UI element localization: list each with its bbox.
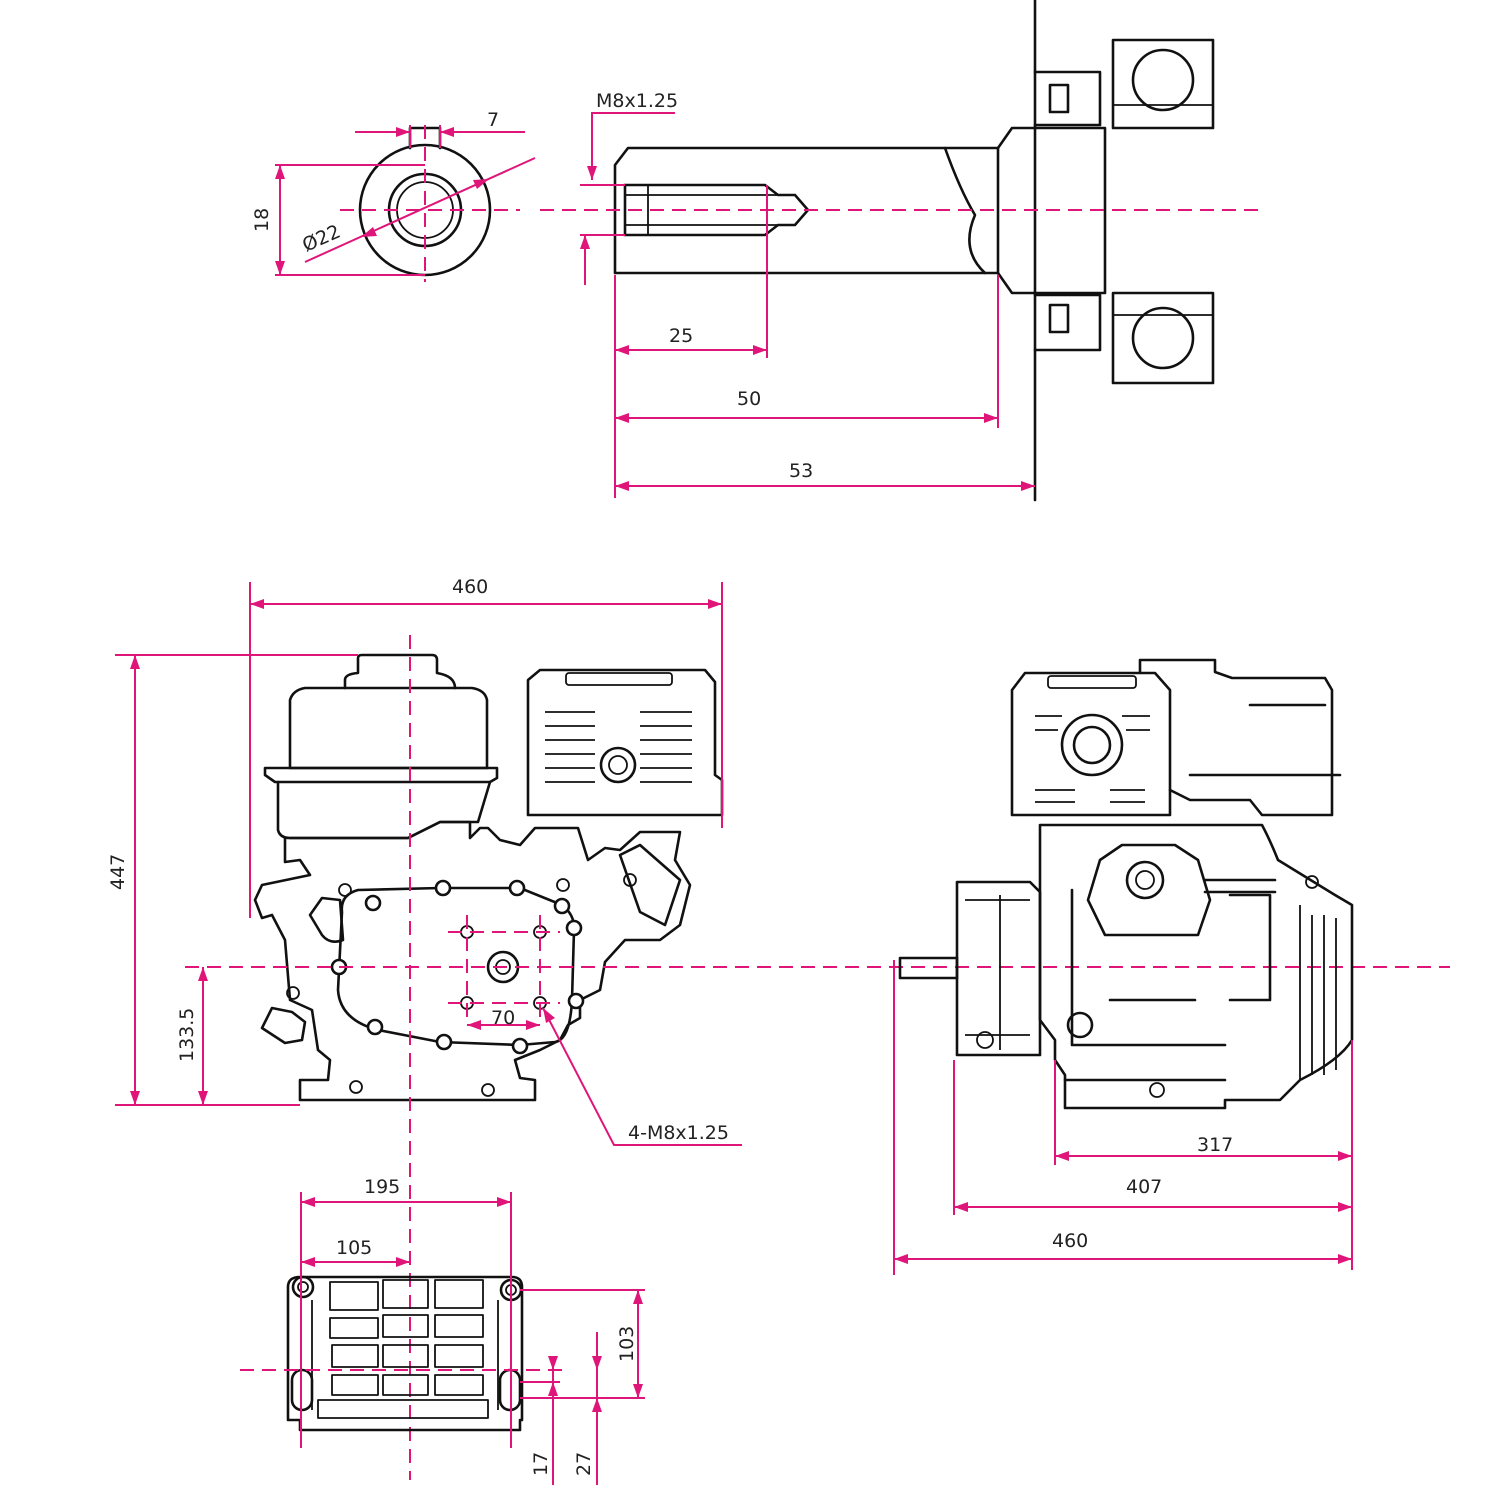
crankcase bbox=[253, 820, 692, 1102]
engine-side-view: 460 447 133.5 70 4-M8x1.25 bbox=[107, 576, 1450, 1480]
shaft-end-view: 7 18 Ø22 bbox=[251, 109, 536, 282]
shaft-bore-inner bbox=[396, 181, 454, 239]
fuel-tank bbox=[288, 686, 489, 770]
front-output-shaft bbox=[898, 956, 959, 980]
front-gear-housing bbox=[955, 880, 1042, 1057]
shaft-section-view: M8x1.25 25 50 53 bbox=[540, 0, 1260, 502]
dim-key-width: 7 bbox=[487, 109, 499, 131]
dim-bolt-spacing: 70 bbox=[491, 1007, 515, 1029]
bearing bbox=[1033, 38, 1215, 385]
dim-overall-length: 53 bbox=[789, 460, 813, 482]
dim-base-17: 17 bbox=[530, 1452, 552, 1476]
dim-bolt-thread: 4-M8x1.25 bbox=[628, 1122, 729, 1144]
dim-thread-depth: 25 bbox=[669, 325, 693, 347]
shaft-shoulder bbox=[943, 146, 1000, 275]
dim-side-width: 460 bbox=[452, 576, 488, 598]
engine-base-view: 195 105 103 17 27 bbox=[240, 1176, 645, 1485]
engine-front-view: 317 407 460 bbox=[893, 658, 1354, 1275]
dim-base-195: 195 bbox=[364, 1176, 400, 1198]
dim-thread: M8x1.25 bbox=[596, 90, 678, 112]
dim-317: 317 bbox=[1197, 1134, 1233, 1156]
dim-base-103: 103 bbox=[616, 1326, 638, 1362]
dim-base-27: 27 bbox=[573, 1452, 595, 1476]
dim-front-460: 460 bbox=[1052, 1230, 1088, 1252]
dim-diameter: Ø22 bbox=[299, 221, 344, 257]
front-crankcase bbox=[1038, 823, 1354, 1110]
dim-shaft-height: 18 bbox=[251, 208, 273, 232]
dim-407: 407 bbox=[1126, 1176, 1162, 1198]
shaft-body bbox=[613, 146, 987, 275]
dim-shaft-length: 50 bbox=[737, 388, 761, 410]
front-fuel-tank bbox=[1138, 658, 1334, 817]
dim-side-height: 447 bbox=[107, 854, 129, 890]
dim-shaft-center-height: 133.5 bbox=[176, 1008, 198, 1062]
front-recoil-cover bbox=[1010, 671, 1172, 817]
recoil-starter-cover bbox=[526, 668, 724, 817]
dim-base-105: 105 bbox=[336, 1237, 372, 1259]
base-plate bbox=[286, 1275, 524, 1432]
